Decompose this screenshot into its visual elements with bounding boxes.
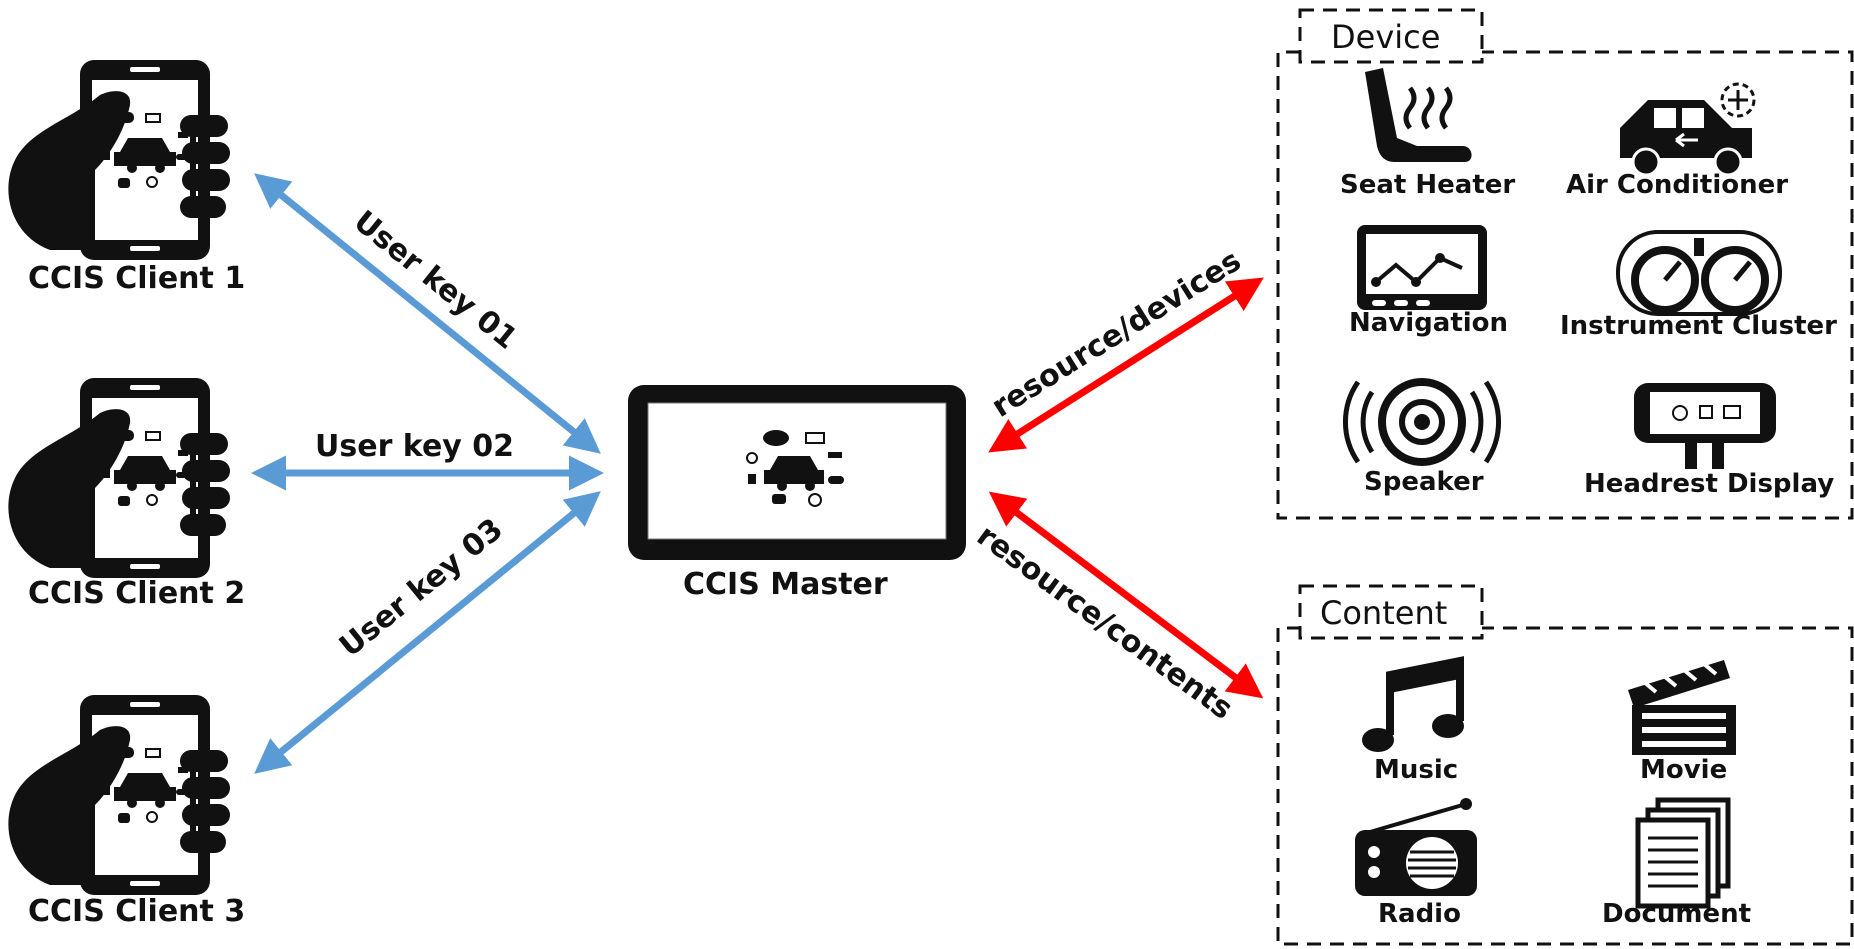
movie: Movie — [1628, 660, 1736, 785]
content-box: Content Music Movie — [1276, 584, 1854, 946]
radio: Radio — [1355, 798, 1477, 929]
movie-icon — [1628, 660, 1736, 755]
client-1: CCIS Client 1 — [7, 59, 245, 296]
headrest-display: Headrest Display — [1584, 383, 1834, 499]
device-box-title-tab — [1298, 8, 1484, 64]
ccis-master: CCIS Master — [628, 385, 966, 602]
air-conditioner: Air Conditioner — [1566, 82, 1788, 200]
device-label: Seat Heater — [1340, 170, 1515, 200]
music: Music — [1362, 656, 1464, 785]
user-key-01-arrow — [254, 173, 601, 454]
content-label: Radio — [1378, 899, 1461, 929]
device-label: Instrument Cluster — [1560, 311, 1837, 341]
radio-icon — [1355, 798, 1477, 896]
music-icon — [1362, 656, 1464, 752]
headrest-display-icon — [1634, 383, 1776, 469]
document-icon — [1635, 797, 1731, 909]
user-key-01-label: User key 01 — [347, 204, 524, 356]
client-label: CCIS Client 2 — [28, 576, 245, 611]
master-label: CCIS Master — [683, 567, 888, 602]
instrument-cluster: Instrument Cluster — [1560, 230, 1837, 341]
speaker: Speaker — [1343, 378, 1501, 497]
content-label: Movie — [1640, 755, 1727, 785]
seat-heater-icon — [1365, 68, 1472, 162]
device-box: Device Seat Heater Air Co — [1276, 8, 1854, 520]
content-box-title-tab — [1298, 584, 1484, 640]
resource-contents-arrow — [988, 491, 1264, 699]
device-box-title: Device — [1331, 18, 1440, 56]
air-conditioner-icon — [1620, 82, 1756, 177]
instrument-cluster-icon — [1616, 230, 1782, 316]
navigation-icon — [1357, 225, 1487, 310]
content-box-title: Content — [1320, 594, 1447, 632]
device-label: Air Conditioner — [1566, 170, 1788, 200]
resource-devices-arrow — [988, 277, 1264, 453]
speaker-icon — [1343, 378, 1501, 466]
device-label: Navigation — [1349, 308, 1508, 338]
client-phone-icon — [7, 694, 231, 896]
document: Document — [1602, 797, 1751, 929]
device-label: Headrest Display — [1584, 469, 1834, 499]
client-2: CCIS Client 2 — [7, 377, 245, 611]
seat-heater: Seat Heater — [1340, 68, 1515, 200]
car-scene-icon — [746, 430, 844, 507]
client-label: CCIS Client 3 — [28, 894, 245, 929]
client-label: CCIS Client 1 — [28, 261, 245, 296]
content-label: Document — [1602, 899, 1751, 929]
client-phone-icon — [7, 377, 231, 579]
user-key-02-label: User key 02 — [315, 429, 514, 464]
device-label: Speaker — [1364, 467, 1484, 497]
content-label: Music — [1374, 755, 1458, 785]
resource-contents-label: resource/contents — [970, 518, 1239, 727]
navigation: Navigation — [1349, 225, 1508, 338]
client-phone-icon — [7, 59, 231, 261]
client-3: CCIS Client 3 — [7, 694, 245, 929]
resource-devices-label: resource/devices — [986, 243, 1248, 425]
user-key-03-arrow — [254, 491, 601, 774]
